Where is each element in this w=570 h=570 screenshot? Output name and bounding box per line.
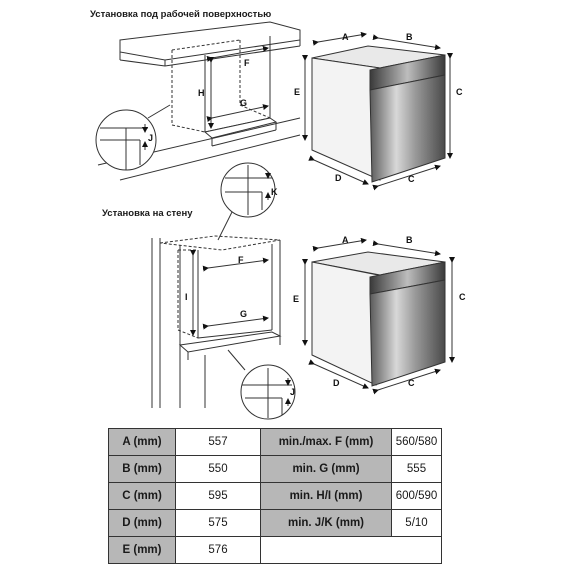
table-row: C (mm) 595 min. H/I (mm) 600/590: [108, 482, 442, 510]
dim-key: B (mm): [108, 455, 176, 483]
label-A-bottom: A: [342, 235, 349, 245]
label-J-top: J: [148, 133, 153, 143]
wall-cabinet: [151, 162, 296, 420]
dim-value: 595: [175, 482, 261, 510]
label-D-top: D: [335, 173, 342, 183]
dim-value: 575: [175, 509, 261, 537]
dim-key: E (mm): [108, 536, 176, 564]
label-E-top: E: [294, 87, 300, 97]
table-row: D (mm) 575 min. J/K (mm) 5/10: [108, 509, 442, 537]
label-G-top: G: [240, 98, 247, 108]
label-D-bottom: D: [333, 378, 340, 388]
label-A-top: A: [342, 32, 349, 42]
dim-value: 555: [391, 455, 442, 483]
dim-value: 550: [175, 455, 261, 483]
heading-wall-installation: Установка на стену: [102, 208, 193, 219]
label-K: K: [271, 187, 278, 197]
dim-key: D (mm): [108, 509, 176, 537]
label-E-bottom: E: [293, 294, 299, 304]
label-F-top: F: [244, 58, 250, 68]
label-G-bottom: G: [240, 309, 247, 319]
dim-key: min. J/K (mm): [260, 509, 392, 537]
heading-under-counter: Установка под рабочей поверхностью: [90, 9, 272, 20]
empty-cell: [260, 536, 442, 564]
table-row: B (mm) 550 min. G (mm) 555: [108, 455, 442, 483]
dim-key: min./max. F (mm): [260, 428, 392, 456]
label-B-bottom: B: [406, 235, 413, 245]
label-C-top: C: [456, 87, 463, 97]
dim-value: 5/10: [391, 509, 442, 537]
label-C-bottom: C: [459, 292, 466, 302]
under-counter-cabinet: [95, 21, 301, 181]
dim-value: 600/590: [391, 482, 442, 510]
label-C2-bottom: C: [408, 378, 415, 388]
dim-value: 557: [175, 428, 261, 456]
oven-top: [302, 31, 453, 191]
label-C2-top: C: [408, 174, 415, 184]
dim-key: C (mm): [108, 482, 176, 510]
label-I: I: [185, 292, 188, 302]
label-F-bottom: F: [238, 255, 244, 265]
table-row: E (mm) 576: [108, 536, 442, 564]
dim-key: min. H/I (mm): [260, 482, 392, 510]
dim-key: min. G (mm): [260, 455, 392, 483]
dim-value: 576: [175, 536, 261, 564]
label-H: H: [198, 88, 205, 98]
dim-value: 560/580: [391, 428, 442, 456]
oven-bottom: [302, 237, 455, 395]
label-B-top: B: [406, 32, 413, 42]
label-J-bottom: J: [290, 387, 295, 397]
dimensions-table: A (mm) 557 min./max. F (mm) 560/580 B (m…: [108, 428, 442, 564]
table-row: A (mm) 557 min./max. F (mm) 560/580: [108, 428, 442, 456]
dim-key: A (mm): [108, 428, 176, 456]
